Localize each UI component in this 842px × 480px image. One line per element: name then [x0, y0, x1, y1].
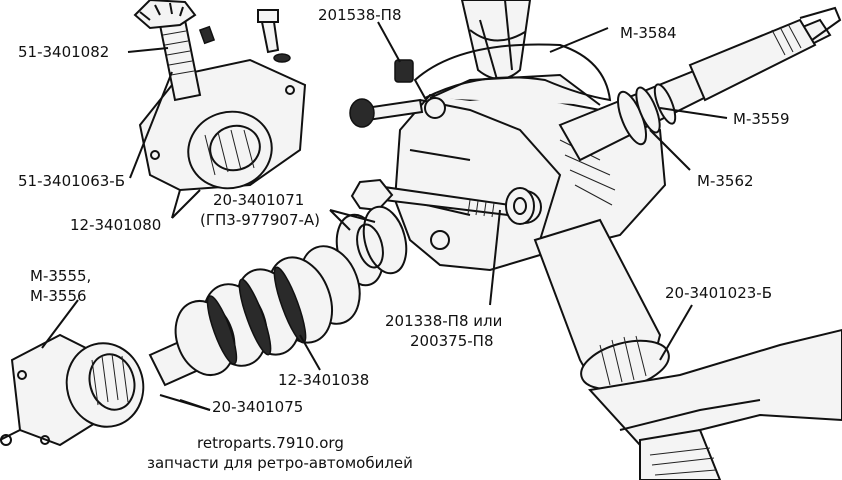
end-cover-lower: [0, 333, 145, 447]
label-m3584: М-3584: [620, 24, 677, 42]
label-m3562: М-3562: [697, 172, 754, 190]
label-m3555: М-3555,: [30, 267, 91, 285]
label-20-3401075: 20-3401075: [212, 398, 303, 416]
bearing-20-3401071: [335, 205, 408, 287]
watermark-tagline: запчасти для ретро-автомобилей: [147, 454, 413, 472]
watermark: retroparts.7910.org запчасти для ретро-а…: [147, 434, 413, 472]
shaft-rings: [617, 83, 677, 146]
pitman-arm: [588, 328, 842, 480]
part-labels: 51-3401082 201538-П8 М-3584 М-3559 М-356…: [18, 6, 790, 416]
end-cover-upper: [138, 58, 307, 192]
label-201538-p8: 201538-П8: [318, 6, 402, 24]
label-m3559: М-3559: [733, 110, 790, 128]
leader-lines: [41, 21, 728, 411]
bolt-201338: [350, 178, 535, 225]
worm-12-3401038: [148, 245, 361, 387]
label-200375-p8: 200375-П8: [410, 332, 494, 350]
label-51-3401082: 51-3401082: [18, 43, 109, 61]
bolt-201538: [349, 59, 424, 128]
gasket-m3584: [413, 43, 612, 102]
cover-bolt: [257, 9, 291, 63]
watermark-url: retroparts.7910.org: [197, 434, 344, 452]
label-201338-p8: 201338-П8 или: [385, 312, 502, 330]
label-12-3401080: 12-3401080: [70, 216, 161, 234]
label-m3556: М-3556: [30, 287, 87, 305]
label-20-3401071: 20-3401071: [213, 191, 304, 209]
sector-shaft: [533, 218, 670, 397]
label-51-3401063-b: 51-3401063-Б: [18, 172, 125, 190]
label-20-3401023-b: 20-3401023-Б: [665, 284, 772, 302]
label-12-3401038: 12-3401038: [278, 371, 369, 389]
adjusting-screw-51-3401082: [133, 0, 216, 102]
label-gp3-977907-a: (ГП3-977907-А): [200, 211, 320, 229]
